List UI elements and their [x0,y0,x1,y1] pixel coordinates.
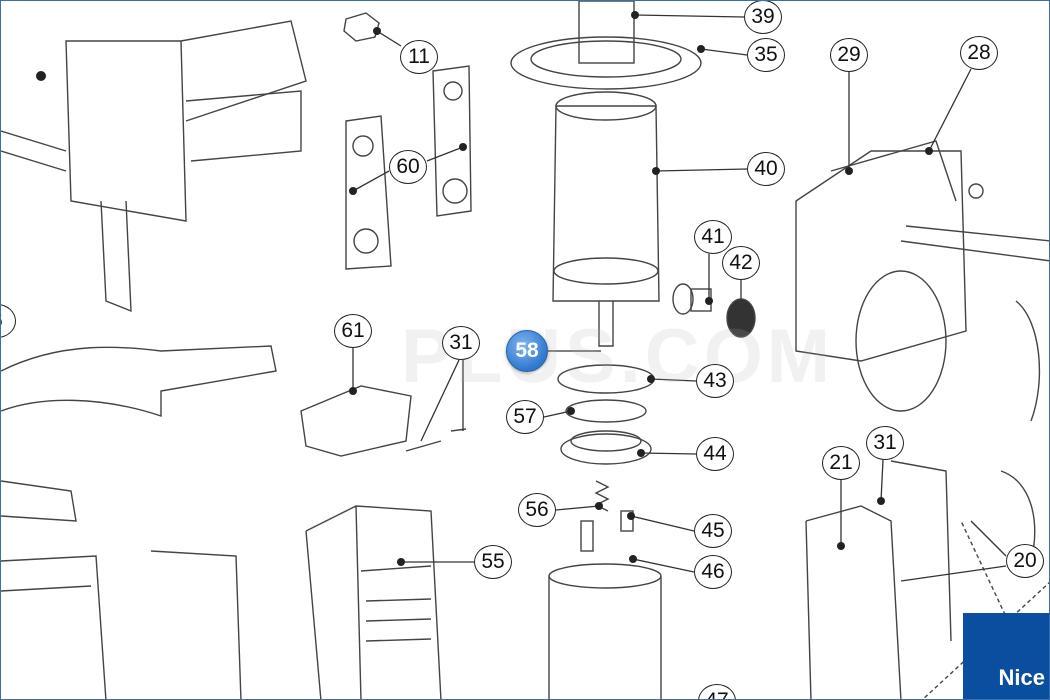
callout-42[interactable]: 42 [722,246,760,280]
callout-56[interactable]: 56 [518,493,556,527]
callout-21[interactable]: 21 [822,446,860,480]
callout-11[interactable]: 11 [400,40,438,74]
callout-44[interactable]: 44 [696,437,734,471]
plate-60b [432,65,472,217]
callout-46[interactable]: 46 [694,555,732,589]
part-61 [300,385,412,457]
leader-lines [352,14,1007,582]
callout-29[interactable]: 29 [830,38,868,72]
lever [1,345,277,417]
callout-45[interactable]: 45 [694,514,732,548]
callout-31-right[interactable]: 31 [866,426,904,460]
housing-21 [805,505,902,699]
callout-60[interactable]: 60 [389,150,427,184]
callout-40[interactable]: 40 [747,152,785,186]
plate-60a [345,115,392,270]
callout-35[interactable]: 35 [747,38,785,72]
housing-left [65,40,187,222]
housing-29 [795,150,967,362]
callout-41[interactable]: 41 [694,220,732,254]
nice-logo: Nice [963,613,1049,699]
motor-40 [552,105,660,302]
callout-39[interactable]: 39 [744,1,782,34]
callout-61[interactable]: 61 [334,314,372,348]
board-55 [305,505,442,699]
callout-58-highlighted[interactable]: 58 [506,330,548,372]
callout-31[interactable]: 31 [442,326,480,360]
callout-20[interactable]: 20 [1006,544,1044,578]
callout-dots [36,11,933,566]
gear-44 [560,433,652,465]
callout-28[interactable]: 28 [960,36,998,70]
callout-57[interactable]: 57 [506,400,544,434]
callout-55[interactable]: 55 [474,545,512,579]
callout-43[interactable]: 43 [696,364,734,398]
flange-35 [510,36,702,90]
